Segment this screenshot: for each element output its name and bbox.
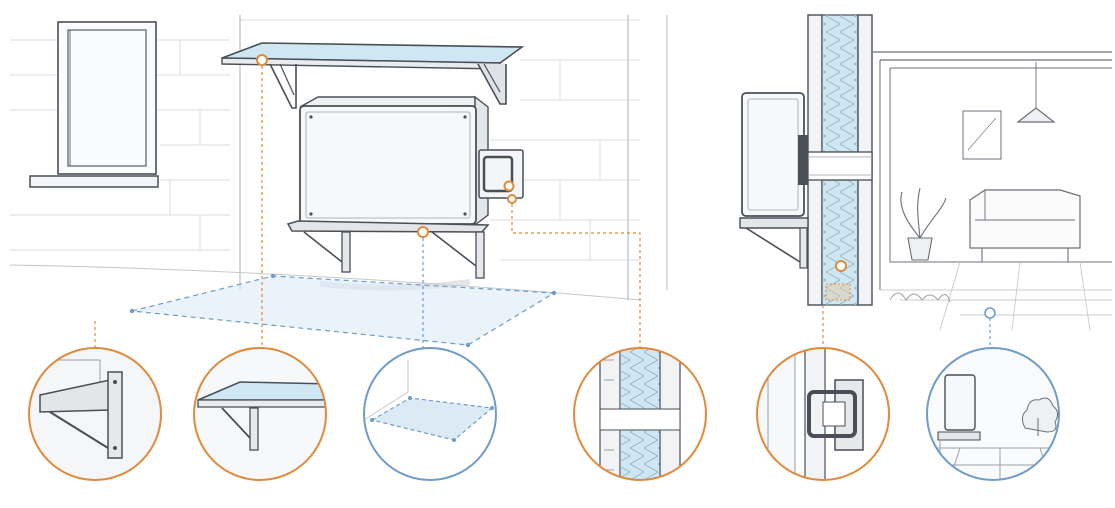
wall-shelf	[286, 220, 490, 291]
bracket-icon	[29, 350, 161, 480]
sleeve-icon	[757, 348, 864, 480]
window	[29, 21, 159, 188]
insulation-icon	[599, 348, 681, 480]
footprint-zone	[129, 273, 557, 348]
callout-base-zone-detail[interactable]	[363, 347, 497, 481]
footprint-icon	[364, 360, 494, 442]
callout-pipe-sleeve-detail[interactable]	[755, 345, 890, 485]
callout-wall-insulation-detail[interactable]	[573, 345, 707, 485]
callout-canopy-detail[interactable]	[190, 345, 340, 485]
heat-pump-unit	[299, 95, 524, 227]
interior-room	[872, 51, 1112, 331]
leader-lines-left	[94, 66, 641, 348]
canopy	[221, 42, 525, 109]
plant-icon	[930, 348, 1059, 480]
leader-lines-right	[822, 305, 991, 348]
canopy-marker	[256, 54, 268, 66]
callout-bracket-detail[interactable]	[20, 347, 170, 481]
canopy-icon	[194, 348, 326, 480]
callout-interior-view-detail[interactable]	[926, 345, 1060, 485]
facade-scene	[9, 15, 641, 348]
section-scene	[739, 14, 1112, 348]
